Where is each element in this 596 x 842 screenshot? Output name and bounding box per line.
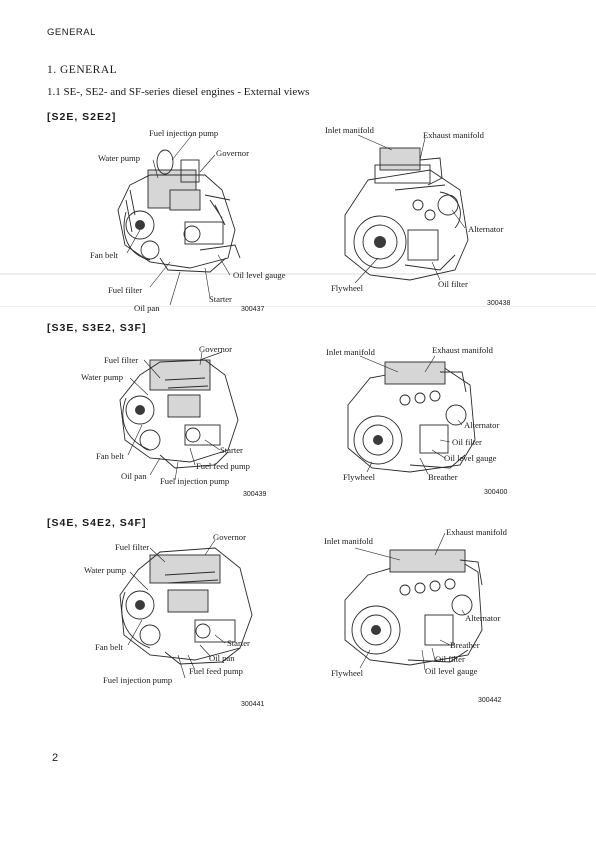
label-inlet-manifold: Inlet manifold bbox=[325, 125, 374, 135]
label-starter: Starter bbox=[220, 445, 243, 455]
engine-illustration-s2e-left bbox=[117, 149, 241, 273]
label-fuel-feed-pump: Fuel feed pump bbox=[196, 461, 250, 471]
figure-number: 300442 bbox=[478, 697, 502, 704]
figure-number: 300441 bbox=[241, 701, 265, 708]
engine-illustration-s3e-left bbox=[119, 351, 239, 469]
label-flywheel: Flywheel bbox=[331, 668, 363, 678]
engine-illustration-s4e-left bbox=[119, 547, 253, 665]
label-exhaust-manifold: Exhaust manifold bbox=[432, 345, 493, 355]
label-starter: Starter bbox=[209, 294, 232, 304]
label-oil-filter: Oil filter bbox=[438, 279, 468, 289]
section-subtitle: 1.1 SE-, SE2- and SF-series diesel engin… bbox=[47, 86, 310, 98]
label-fuel-filter: Fuel filter bbox=[104, 355, 139, 365]
group-heading-s4e: [S4E, S4E2, S4F] bbox=[47, 517, 147, 529]
label-oil-level-gauge: Oil level gauge bbox=[444, 453, 497, 463]
label-governor: Governor bbox=[199, 344, 232, 354]
label-flywheel: Flywheel bbox=[343, 472, 375, 482]
label-starter: Starter bbox=[227, 638, 250, 648]
label-governor: Governor bbox=[213, 532, 246, 542]
figure-number: 300437 bbox=[241, 306, 265, 313]
label-exhaust-manifold: Exhaust manifold bbox=[446, 527, 507, 537]
running-header: GENERAL bbox=[47, 27, 96, 38]
label-fuel-filter: Fuel filter bbox=[115, 542, 150, 552]
label-alternator: Alternator bbox=[468, 224, 504, 234]
engine-illustration-s4e-right bbox=[344, 549, 483, 666]
scan-artifact bbox=[0, 306, 596, 307]
engine-illustration-s2e-right bbox=[344, 147, 469, 281]
section-title: 1. GENERAL bbox=[47, 64, 118, 76]
label-fuel-injection-pump: Fuel injection pump bbox=[160, 476, 230, 486]
label-exhaust-manifold: Exhaust manifold bbox=[423, 130, 484, 140]
scan-artifact bbox=[0, 273, 596, 275]
label-fuel-injection-pump: Fuel injection pump bbox=[103, 675, 173, 685]
label-alternator: Alternator bbox=[464, 420, 500, 430]
label-water-pump: Water pump bbox=[98, 153, 141, 163]
label-fuel-feed-pump: Fuel feed pump bbox=[189, 666, 243, 676]
label-fan-belt: Fan belt bbox=[96, 451, 124, 461]
figure-number: 300438 bbox=[487, 300, 511, 307]
label-oil-filter: Oil filter bbox=[452, 437, 482, 447]
label-oil-level-gauge: Oil level gauge bbox=[425, 666, 478, 676]
label-flywheel: Flywheel bbox=[331, 283, 363, 293]
figure-number: 300439 bbox=[243, 491, 267, 498]
page-number: 2 bbox=[52, 752, 59, 764]
label-fan-belt: Fan belt bbox=[95, 642, 123, 652]
group-heading-s3e: [S3E, S3E2, S3F] bbox=[47, 322, 147, 334]
label-oil-pan: Oil pan bbox=[134, 303, 160, 313]
label-water-pump: Water pump bbox=[84, 565, 127, 575]
label-inlet-manifold: Inlet manifold bbox=[326, 347, 375, 357]
label-oil-pan: Oil pan bbox=[121, 471, 147, 481]
label-oil-filter: Oil filter bbox=[435, 654, 465, 664]
label-oil-pan: Oil pan bbox=[209, 653, 235, 663]
label-fuel-injection-pump: Fuel injection pump bbox=[149, 128, 219, 138]
figure-number: 300400 bbox=[484, 489, 508, 496]
group-heading-s2e: [S2E, S2E2] bbox=[47, 111, 117, 123]
label-fuel-filter: Fuel filter bbox=[108, 285, 143, 295]
label-fan-belt: Fan belt bbox=[90, 250, 118, 260]
label-oil-level-gauge: Oil level gauge bbox=[233, 270, 286, 280]
label-alternator: Alternator bbox=[465, 613, 501, 623]
label-breather: Breather bbox=[450, 640, 480, 650]
label-water-pump: Water pump bbox=[81, 372, 124, 382]
label-breather: Breather bbox=[428, 472, 458, 482]
label-inlet-manifold: Inlet manifold bbox=[324, 536, 373, 546]
engine-illustration-s3e-right bbox=[347, 361, 476, 473]
label-governor: Governor bbox=[216, 148, 249, 158]
